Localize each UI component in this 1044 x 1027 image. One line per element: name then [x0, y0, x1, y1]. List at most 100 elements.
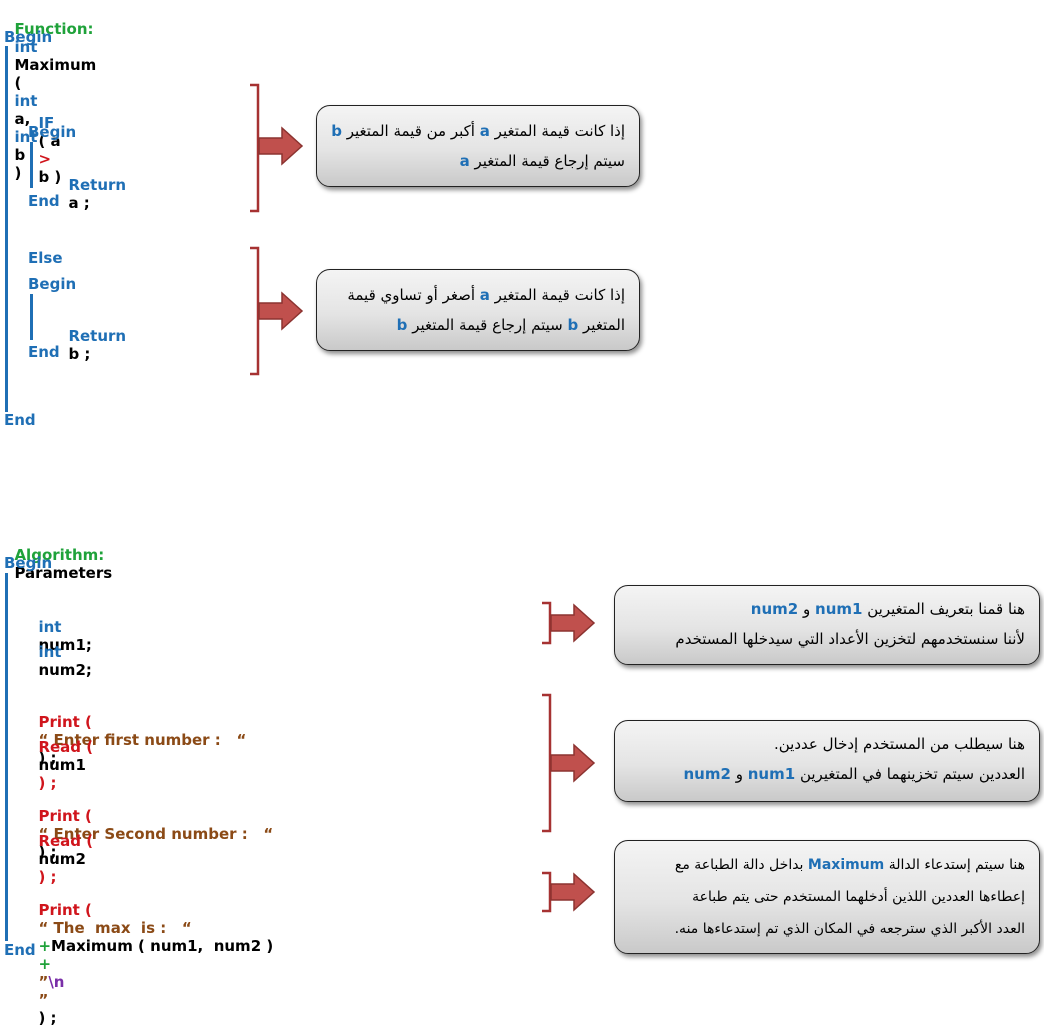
function-begin: Begin [4, 28, 53, 46]
note-if-greater: إذا كانت قيمة المتغير a أكبر من قيمة الم… [316, 105, 640, 187]
algorithm-begin: Begin [4, 554, 53, 572]
string-literal: “ The max is : “ [38, 919, 192, 937]
note-text: سيتم إرجاع قيمة المتغير [412, 316, 563, 334]
plus-operator: + [38, 937, 52, 955]
algorithm-block-line [5, 573, 8, 941]
note-var: b [567, 316, 579, 334]
type-int: int [38, 643, 62, 661]
param-b: b [14, 146, 26, 164]
note-text: لأننا سنستخدمهم لتخزين الأعداد التي سيدخ… [675, 630, 1025, 648]
paren-open: ( [14, 74, 22, 92]
print-keyword: Print ( [38, 901, 92, 919]
note-var: b [331, 122, 342, 140]
if-end: End [28, 192, 60, 210]
else-begin: Begin [28, 275, 77, 293]
return-b-line: Return b ; [58, 309, 131, 363]
read-num2-line: Read ( num2 ) ; [28, 814, 93, 886]
function-end: End [4, 411, 36, 429]
right-arrow-icon [550, 603, 596, 643]
note-text: المتغير [583, 316, 625, 334]
paren-close: ) [14, 164, 22, 182]
function-block-line [5, 46, 8, 412]
note-var: num2 [683, 765, 731, 783]
return-keyword: Return [68, 327, 127, 345]
note-text: أكبر من قيمة المتغير [346, 122, 475, 140]
note-text: هنا قمنا بتعريف المتغيرين [867, 600, 1025, 618]
note-function: Maximum [807, 857, 885, 873]
if-begin: Begin [28, 123, 77, 141]
plus-operator: + [38, 955, 52, 973]
note-text: أصغر أو تساوي قيمة [347, 286, 475, 304]
note-var: a [479, 122, 490, 140]
print-max-line: Print ( “ The max is : “ +Maximum ( num1… [28, 883, 273, 1027]
if-open: ( a [38, 132, 61, 150]
declare-num1: int num1; [28, 600, 92, 654]
quote-close: ” [38, 991, 49, 1009]
note-text: إعطاءها العددين اللذين أدخلهما المستخدم … [692, 889, 1025, 905]
print-second-line: Print ( “ Enter Second number : “ ) ; [28, 789, 273, 861]
return-value-b: b ; [68, 345, 91, 363]
param-type-b: int [14, 128, 38, 146]
read-var: num1 [38, 756, 86, 774]
note-text: هنا سيطلب من المستخدم إدخال عددين. [773, 735, 1025, 753]
function-label: Function: [14, 20, 94, 38]
note-var: num1 [815, 600, 863, 618]
if-block-line [30, 142, 33, 188]
note-var: a [459, 152, 470, 170]
note-text: العددين سيتم تخزينهما في المتغيرين [799, 765, 1025, 783]
print-first-line: Print ( “ Enter first number : “ ) ; [28, 695, 246, 767]
right-arrow-icon [550, 872, 596, 912]
return-keyword: Return [68, 176, 127, 194]
statement-end: ) ; [38, 749, 57, 767]
string-literal: “ Enter Second number : “ [38, 825, 274, 843]
function-header: Function: int Maximum ( int a, int b ) [4, 2, 96, 182]
bracket-icon [542, 601, 552, 645]
statement-end: ) ; [38, 868, 57, 886]
note-text: هنا سيتم إستدعاء الدالة [888, 857, 1025, 873]
var-num2: num2; [38, 661, 92, 679]
if-close: b ) [38, 168, 62, 186]
note-text: سيتم إرجاع قيمة المتغير [474, 152, 626, 170]
gt-operator: > [38, 150, 52, 168]
return-type: int [14, 38, 38, 56]
print-keyword: Print ( [38, 713, 92, 731]
param-a: a, [14, 110, 31, 128]
statement-end: ) ; [38, 774, 57, 792]
quote-open: ” [38, 973, 49, 991]
note-text: و [803, 600, 811, 618]
bracket-icon [542, 871, 552, 913]
note-text: و [735, 765, 743, 783]
else-keyword: Else [28, 249, 63, 267]
note-text: إذا كانت قيمة المتغير [494, 286, 625, 304]
string-literal: “ Enter first number : “ [38, 731, 247, 749]
note-var: a [479, 286, 490, 304]
note-var: num2 [750, 600, 799, 618]
algorithm-header: Algorithm: Parameters [4, 528, 112, 582]
statement-end: ) ; [38, 843, 57, 861]
note-declare-vars: هنا قمنا بتعريف المتغيرين num1 و num2 لأ… [614, 585, 1040, 665]
return-value-a: a ; [68, 194, 90, 212]
return-a-line: Return a ; [58, 158, 131, 212]
if-keyword: IF [38, 114, 55, 132]
note-text: إذا كانت قيمة المتغير [494, 122, 625, 140]
newline-escape: \n [48, 973, 65, 991]
var-num1: num1; [38, 636, 92, 654]
read-keyword: Read ( [38, 832, 94, 850]
note-call-maximum: هنا سيتم إستدعاء الدالة Maximum بداخل دا… [614, 840, 1040, 954]
note-var: num1 [747, 765, 796, 783]
right-arrow-icon [258, 126, 304, 166]
bracket-icon [250, 246, 260, 376]
function-call: Maximum ( num1, num2 ) [51, 937, 274, 955]
note-text: العدد الأكبر الذي سترجعه في المكان الذي … [674, 921, 1025, 937]
read-var: num2 [38, 850, 86, 868]
param-type-a: int [14, 92, 38, 110]
if-line: IF ( a > b ) [28, 96, 61, 186]
bracket-icon [250, 83, 260, 213]
print-keyword: Print ( [38, 807, 92, 825]
declare-num2: int num2; [28, 625, 92, 679]
note-input-numbers: هنا سيطلب من المستخدم إدخال عددين. العدد… [614, 720, 1040, 802]
algorithm-label: Algorithm: [14, 546, 105, 564]
function-name: Maximum [14, 56, 97, 74]
note-else-less: إذا كانت قيمة المتغير a أصغر أو تساوي قي… [316, 269, 640, 351]
read-keyword: Read ( [38, 738, 94, 756]
